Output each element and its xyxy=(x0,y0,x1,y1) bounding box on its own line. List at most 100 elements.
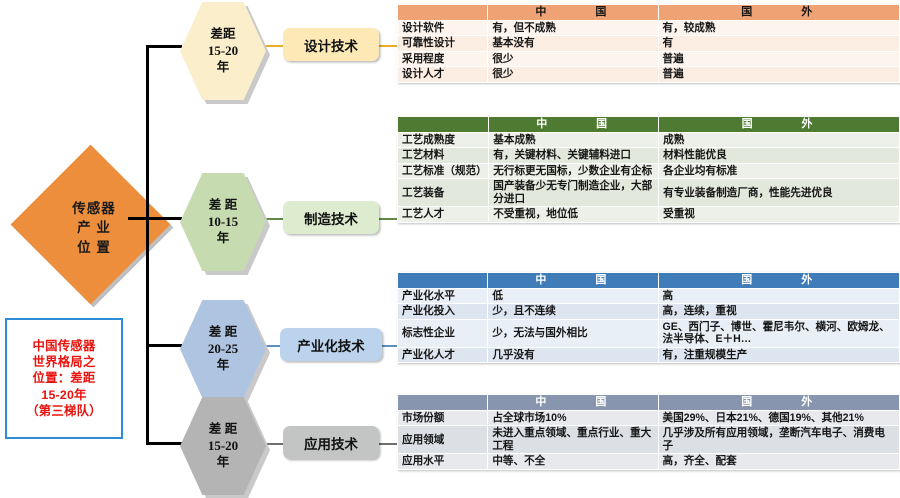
conclusion-line-4: 15-20年 xyxy=(41,387,87,402)
col-header-category xyxy=(396,272,489,289)
connector-pill-table-1 xyxy=(378,45,402,47)
col-header-china: 中 国 xyxy=(487,4,659,21)
hex-node-3-line-1: 差 距 xyxy=(208,325,238,340)
col-header-china: 中 国 xyxy=(487,272,659,289)
root-node: 传感器 产 业 位 置 xyxy=(10,144,174,308)
hex-node-2-line-1: 差 距 xyxy=(208,198,238,213)
cell-abroad: 几乎涉及所有应用领域，垄断汽车电子、消费电子 xyxy=(657,425,900,455)
cell-china: 少，无法与国外相比 xyxy=(487,318,659,348)
cell-category: 应用领域 xyxy=(396,425,489,455)
cell-category: 应用水平 xyxy=(396,453,489,470)
conclusion-line-5: （第三梯队） xyxy=(26,404,102,419)
cell-category: 工艺人才 xyxy=(396,206,490,223)
table-row: 工艺材料 有，关键材料、关键辅料进口 材料性能优良 xyxy=(396,147,900,164)
connector-pill-table-3 xyxy=(378,345,402,347)
table-application-technology: 中 国 国 外 市场份额 占全球市场10% 美国29%、日本21%、德国19%、… xyxy=(396,394,900,470)
cell-abroad: GE、西门子、博世、霍尼韦尔、横河、欧姆龙、法半导体、E＋H… xyxy=(657,318,900,348)
hex-node-2-label: 差 距 10-15 年 xyxy=(180,173,266,271)
cell-abroad: 有，注重规模生产 xyxy=(657,346,900,364)
conclusion-line-2: 世界格局之 xyxy=(32,354,96,369)
cell-category: 市场份额 xyxy=(396,409,489,427)
pill-industrialization-technology[interactable]: 产业化技术 xyxy=(280,328,382,361)
table-manufacturing-technology: 中 国 国 外 工艺成熟度 基本成熟 成熟 工艺材料 有，关键材料、关键辅料进口… xyxy=(396,116,900,223)
cell-abroad: 成熟 xyxy=(658,131,900,149)
cell-china: 基本成熟 xyxy=(488,131,660,149)
cell-china: 未进入重点领域、重点行业、重大工程 xyxy=(487,425,659,455)
col-header-abroad: 国 外 xyxy=(657,4,900,21)
cell-china: 中等、不全 xyxy=(487,453,659,470)
connector-hex-pill-1 xyxy=(262,45,286,47)
cell-abroad: 美国29%、日本21%、德国19%、其他21% xyxy=(657,409,900,427)
cell-china: 很少 xyxy=(487,66,659,83)
cell-china: 很少 xyxy=(487,50,659,68)
connector-pill-table-2 xyxy=(378,218,402,220)
cell-china: 国产装备少无专门制造企业，大部分进口 xyxy=(488,178,660,208)
cell-category: 标志性企业 xyxy=(396,318,489,348)
cell-china: 低 xyxy=(487,287,659,305)
cell-abroad: 高 xyxy=(657,287,900,305)
col-header-china: 中 国 xyxy=(488,116,660,133)
col-header-category xyxy=(396,4,489,21)
tree-branch-2 xyxy=(146,217,182,220)
cell-china: 占全球市场10% xyxy=(487,409,659,427)
pill-application-technology[interactable]: 应用技术 xyxy=(283,426,379,459)
cell-abroad: 有 xyxy=(657,35,900,52)
hex-node-3-line-3: 年 xyxy=(216,358,230,373)
hex-node-2-line-2: 10-15 xyxy=(207,213,239,229)
hex-node-3-label: 差 距 20-25 年 xyxy=(180,300,266,398)
tree-branch-root xyxy=(128,217,150,220)
table-row: 标志性企业 少，无法与国外相比 GE、西门子、博世、霍尼韦尔、横河、欧姆龙、法半… xyxy=(396,318,900,348)
cell-category: 采用程度 xyxy=(396,50,489,68)
hex-node-3-line-2: 20-25 xyxy=(207,340,239,356)
pill-design-technology[interactable]: 设计技术 xyxy=(283,28,379,61)
hex-node-4-line-1: 差 距 xyxy=(208,422,238,437)
hex-node-3: 差 距 20-25 年 xyxy=(180,300,270,402)
connector-pill-table-4 xyxy=(378,443,402,445)
conclusion-line-1: 中国传感器 xyxy=(32,338,96,353)
table-row: 工艺装备 国产装备少无专门制造企业，大部分进口 有专业装备制造厂商，性能先进优良 xyxy=(396,178,900,208)
cell-china: 有，关键材料、关键辅料进口 xyxy=(488,147,660,164)
table-row: 产业化水平 低 高 xyxy=(396,287,900,305)
hex-node-1-label: 差距 15-20 年 xyxy=(180,2,266,100)
cell-category: 工艺装备 xyxy=(396,178,490,208)
hex-node-1-line-1: 差距 xyxy=(210,27,236,42)
cell-china: 无行标更无国标，少数企业有企标 xyxy=(488,162,660,180)
cell-abroad: 高，齐全、配套 xyxy=(657,453,900,470)
pill-design-technology-label: 设计技术 xyxy=(304,38,358,54)
root-node-line-2: 产 业 xyxy=(77,220,111,236)
col-header-china: 中 国 xyxy=(487,394,659,411)
tree-branch-3 xyxy=(146,344,182,347)
cell-abroad: 有，较成熟 xyxy=(657,19,900,37)
table-row: 可靠性设计 基本没有 有 xyxy=(396,35,900,52)
pill-manufacturing-technology[interactable]: 制造技术 xyxy=(283,201,379,234)
col-header-category xyxy=(396,116,490,133)
table-row: 产业化投入 少，且不连续 高，连续，重视 xyxy=(396,303,900,320)
table-header-row: 中 国 国 外 xyxy=(396,116,900,133)
pill-application-technology-label: 应用技术 xyxy=(304,436,358,452)
col-header-category xyxy=(396,394,489,411)
hex-node-4-line-3: 年 xyxy=(216,455,230,470)
root-node-line-1: 传感器 xyxy=(72,200,116,216)
cell-abroad: 有专业装备制造厂商，性能先进优良 xyxy=(658,178,900,208)
table-row: 设计人才 很少 普遍 xyxy=(396,66,900,83)
conclusion-callout: 中国传感器 世界格局之 位置：差距 15-20年 （第三梯队） xyxy=(5,318,123,439)
pill-industrialization-technology-label: 产业化技术 xyxy=(297,338,365,354)
hex-node-2: 差 距 10-15 年 xyxy=(180,173,270,275)
col-header-abroad: 国 外 xyxy=(658,116,900,133)
connector-hex-pill-3 xyxy=(262,345,286,347)
cell-category: 设计软件 xyxy=(396,19,489,37)
col-header-abroad: 国 外 xyxy=(657,272,900,289)
cell-abroad: 材料性能优良 xyxy=(658,147,900,164)
tree-branch-1 xyxy=(146,45,182,48)
cell-category: 工艺成熟度 xyxy=(396,131,490,149)
cell-category: 工艺材料 xyxy=(396,147,490,164)
table-row: 应用领域 未进入重点领域、重点行业、重大工程 几乎涉及所有应用领域，垄断汽车电子… xyxy=(396,425,900,455)
root-node-line-3: 位 置 xyxy=(77,239,111,255)
cell-abroad: 普遍 xyxy=(657,50,900,68)
hex-node-1: 差距 15-20 年 xyxy=(180,2,270,104)
cell-china: 基本没有 xyxy=(487,35,659,52)
connector-hex-pill-2 xyxy=(262,218,286,220)
cell-abroad: 各企业均有标准 xyxy=(658,162,900,180)
table-row: 市场份额 占全球市场10% 美国29%、日本21%、德国19%、其他21% xyxy=(396,409,900,427)
table-row: 应用水平 中等、不全 高，齐全、配套 xyxy=(396,453,900,470)
